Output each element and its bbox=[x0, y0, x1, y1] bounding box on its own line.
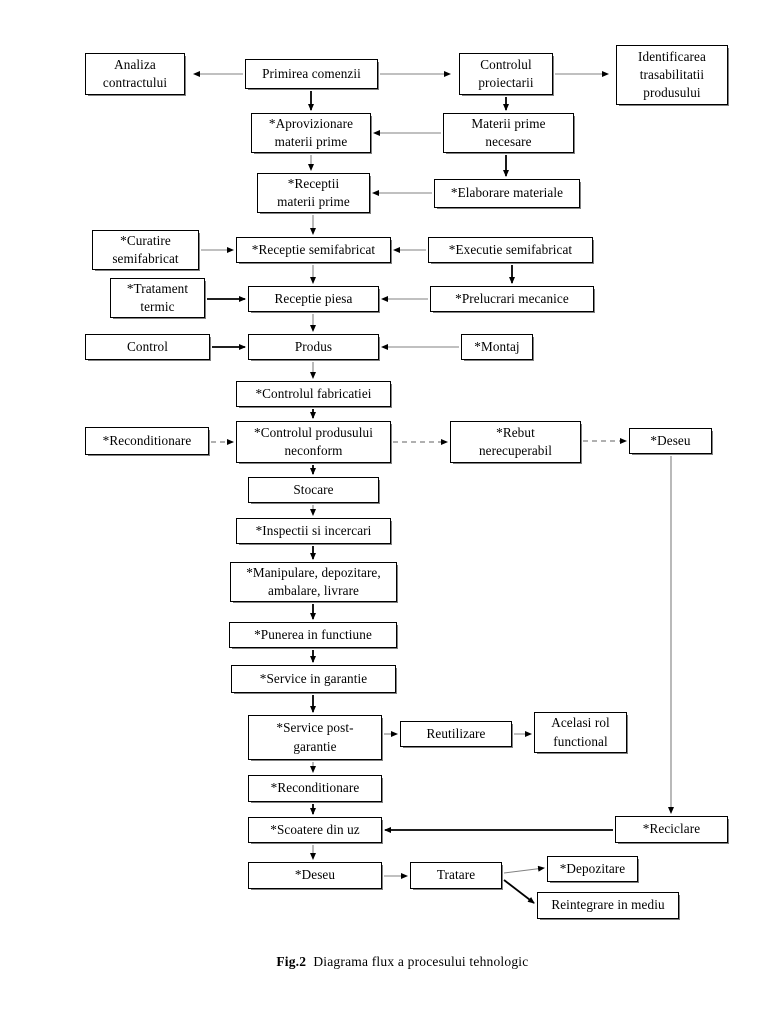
node-rebut-nerecuperabil: *Rebut nerecuperabil bbox=[450, 421, 581, 463]
node-acelasi-rol-functional: Acelasi rol functional bbox=[534, 712, 627, 753]
node-reutilizare: Reutilizare bbox=[400, 721, 512, 747]
node-manipulare-depozitare: *Manipulare, depozitare, ambalare, livra… bbox=[230, 562, 397, 602]
node-produs: Produs bbox=[248, 334, 379, 360]
node-reconditionare-1: *Reconditionare bbox=[85, 427, 209, 455]
node-scoatere-din-uz: *Scoatere din uz bbox=[248, 817, 382, 843]
node-control: Control bbox=[85, 334, 210, 360]
node-elaborare-materiale: *Elaborare materiale bbox=[434, 179, 580, 208]
figure-caption: Fig.2 Diagrama flux a procesului tehnolo… bbox=[262, 938, 528, 986]
node-inspectii-incercari: *Inspectii si incercari bbox=[236, 518, 391, 544]
node-controlul-fabricatiei: *Controlul fabricatiei bbox=[236, 381, 391, 407]
node-prelucrari-mecanice: *Prelucrari mecanice bbox=[430, 286, 594, 312]
node-reintegrare-in-mediu: Reintegrare in mediu bbox=[537, 892, 679, 919]
node-materii-prime-necesare: Materii prime necesare bbox=[443, 113, 574, 153]
node-stocare: Stocare bbox=[248, 477, 379, 503]
node-analiza-contractului: Analiza contractului bbox=[85, 53, 185, 95]
node-deseu-bottom: *Deseu bbox=[248, 862, 382, 889]
node-primirea-comenzii: Primirea comenzii bbox=[245, 59, 378, 89]
node-depozitare: *Depozitare bbox=[547, 856, 638, 882]
figure-caption-label: Fig.2 bbox=[276, 954, 307, 969]
node-curatire-semifabricat: *Curatire semifabricat bbox=[92, 230, 199, 270]
node-montaj: *Montaj bbox=[461, 334, 533, 360]
node-punerea-in-functiune: *Punerea in functiune bbox=[229, 622, 397, 648]
figure-caption-text: Diagrama flux a procesului tehnologic bbox=[306, 954, 529, 969]
edge-tratare-to-depozitare bbox=[503, 865, 545, 874]
node-tratare: Tratare bbox=[410, 862, 502, 889]
node-receptii-mp: *Receptii materii prime bbox=[257, 173, 370, 213]
node-aprovizionare-mp: *Aprovizionare materii prime bbox=[251, 113, 371, 153]
node-controlul-produsului-nec: *Controlul produsului neconform bbox=[236, 421, 391, 463]
node-reciclare: *Reciclare bbox=[615, 816, 728, 843]
node-service-post-garantie: *Service post- garantie bbox=[248, 715, 382, 760]
node-service-in-garantie: *Service in garantie bbox=[231, 665, 396, 693]
node-identificarea-trasab: Identificarea trasabilitatii produsului bbox=[616, 45, 728, 105]
node-reconditionare-2: *Reconditionare bbox=[248, 775, 382, 802]
node-tratament-termic: *Tratament termic bbox=[110, 278, 205, 318]
node-receptie-semifabricat: *Receptie semifabricat bbox=[236, 237, 391, 263]
node-receptie-piesa: Receptie piesa bbox=[248, 286, 379, 312]
node-executie-semifabricat: *Executie semifabricat bbox=[428, 237, 593, 263]
node-controlul-proiectarii: Controlul proiectarii bbox=[459, 53, 553, 95]
node-deseu-top: *Deseu bbox=[629, 428, 712, 454]
edge-tratare-to-reintegrare-in-mediu bbox=[503, 879, 535, 904]
